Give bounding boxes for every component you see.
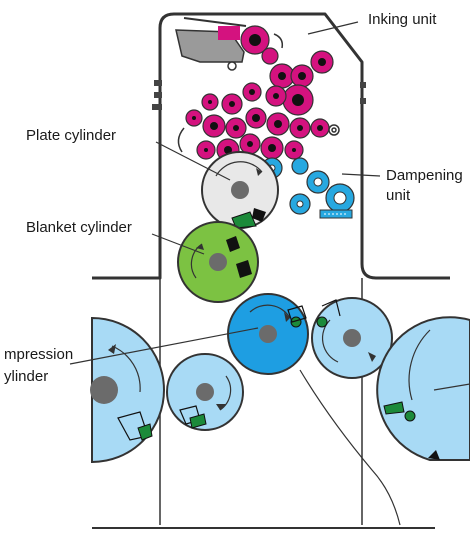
transfer-cylinder-right bbox=[312, 298, 392, 378]
label-blanket-cylinder: Blanket cylinder bbox=[26, 219, 132, 236]
label-impression-cylinder-line1: mpression bbox=[4, 346, 73, 363]
fountain-tray bbox=[320, 210, 352, 218]
label-plate-cylinder: Plate cylinder bbox=[26, 127, 116, 144]
transfer-cylinder-bottom bbox=[167, 354, 243, 430]
label-dampening-unit-line1: Dampening bbox=[386, 167, 463, 184]
label-inking-unit: Inking unit bbox=[368, 11, 437, 28]
label-dampening-unit-line2: unit bbox=[386, 187, 411, 204]
label-impression-cylinder-line2: ylinder bbox=[4, 368, 48, 385]
feed-cylinder-left bbox=[90, 318, 164, 462]
impression-cylinder bbox=[228, 294, 308, 374]
blanket-cylinder bbox=[178, 222, 258, 302]
plate-cylinder bbox=[202, 152, 278, 228]
ink-fountain bbox=[176, 18, 246, 70]
